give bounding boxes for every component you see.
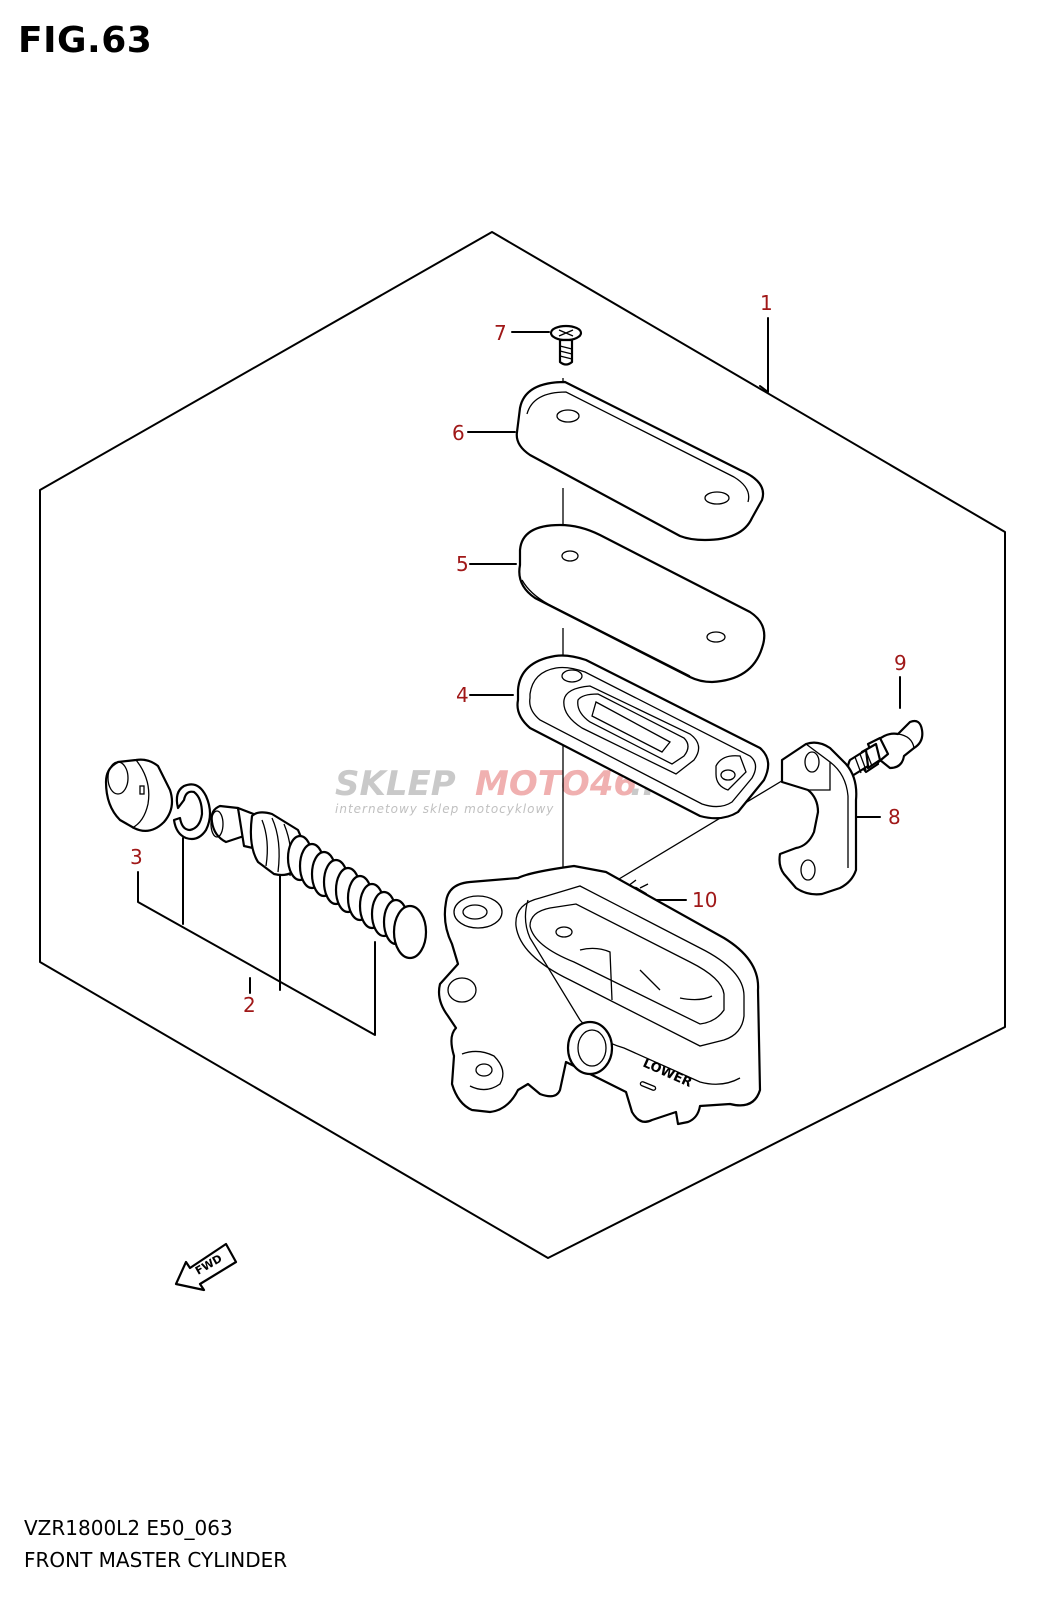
part-6-reservoir-cap: [515, 380, 765, 542]
watermark-brand-a: SKLEP: [335, 764, 456, 804]
callout-9: 9: [894, 651, 907, 675]
callout-2: 2: [243, 993, 256, 1017]
part-2-piston-spring-kit: [210, 804, 428, 960]
callout-numbers: 1 2 3 4 5 6 7 8 9 10: [130, 291, 907, 1017]
part-4-diaphragm: [516, 654, 770, 820]
figure-title: FIG.63: [18, 20, 153, 61]
callout-5: 5: [456, 552, 469, 576]
leader-lines: [137, 317, 901, 1036]
part-9-clamp-bolt: [846, 719, 924, 778]
assembly-boundary: [39, 231, 1006, 1259]
figure-code: VZR1800L2 E50_063: [24, 1516, 233, 1540]
callout-3: 3: [130, 845, 143, 869]
part-8-handlebar-clamp: [778, 741, 858, 896]
callout-4: 4: [456, 683, 469, 707]
piston-spring: [286, 834, 428, 960]
master-cylinder-body: LOWER: [437, 864, 762, 1126]
figure-name: FRONT MASTER CYLINDER: [24, 1548, 288, 1572]
callout-7: 7: [494, 321, 507, 345]
callout-1: 1: [760, 291, 773, 315]
part-7-cap-screw: [549, 324, 583, 366]
watermark-tagline: internetowy sklep motocyklowy: [335, 802, 554, 816]
part-5-diaphragm-plate: [518, 523, 766, 684]
fwd-direction-arrow: FWD: [174, 1242, 238, 1292]
callout-6: 6: [452, 421, 465, 445]
part-circlip: [172, 783, 212, 841]
part-3-dust-boot: [104, 758, 174, 833]
callout-8: 8: [888, 805, 901, 829]
callout-10: 10: [692, 888, 717, 912]
